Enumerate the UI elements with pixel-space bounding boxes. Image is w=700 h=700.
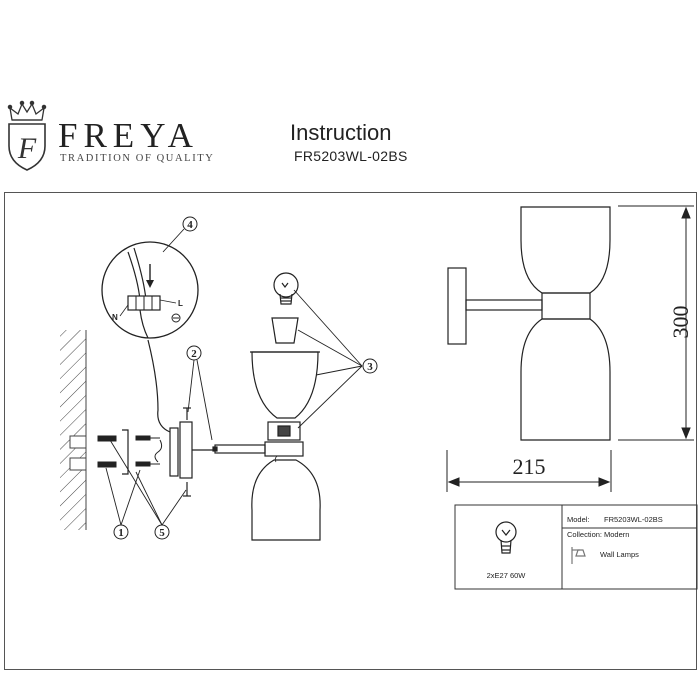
svg-text:4: 4 — [187, 219, 193, 231]
spec-bulb-icon — [495, 521, 517, 554]
logo-letter: F — [17, 132, 37, 165]
freya-logo-crest-icon: F — [7, 100, 47, 171]
mounting-bracket — [122, 421, 215, 479]
neutral-label: N — [112, 313, 118, 322]
height-value: 300 — [668, 306, 693, 339]
spec-collection-value: Modern — [604, 530, 629, 539]
bracket-screws — [183, 407, 191, 497]
svg-text:1: 1 — [118, 527, 124, 539]
document-title: Instruction — [290, 120, 392, 145]
svg-text:5: 5 — [159, 527, 165, 539]
width-value: 215 — [513, 454, 546, 479]
callout-5: 5 — [154, 524, 170, 540]
spec-box — [454, 504, 698, 590]
assembled-lamp — [447, 206, 611, 441]
supply-wire — [147, 339, 171, 433]
svg-text:3: 3 — [367, 361, 373, 373]
wall-arm — [212, 444, 266, 454]
central-holder — [264, 421, 304, 457]
drawing-frame — [4, 192, 697, 670]
document-model-code: FR5203WL-02BS — [294, 148, 408, 164]
wall-anchors — [97, 435, 160, 468]
callout-leaders — [105, 228, 363, 526]
callout-2: 2 — [186, 345, 202, 361]
spec-collection-label: Collection: — [567, 530, 602, 539]
wiring-detail-circle: N L — [101, 241, 199, 339]
spec-model-value: FR5203WL-02BS — [604, 515, 663, 524]
spec-bulb-text: 2xE27 60W — [487, 571, 527, 580]
brand-tagline: TRADITION OF QUALITY — [60, 153, 215, 164]
spec-model-label: Model: — [567, 515, 590, 524]
spec-category: Wall Lamps — [600, 550, 639, 559]
bulb-icon — [273, 272, 299, 305]
svg-text:2: 2 — [191, 348, 197, 360]
height-dimension — [618, 205, 694, 441]
live-label: L — [178, 299, 183, 308]
lower-shade — [251, 455, 321, 541]
callout-1: 1 — [113, 524, 129, 540]
callout-4: 4 — [182, 216, 198, 232]
brand-name: FREYA — [58, 116, 199, 155]
width-dimension — [446, 450, 612, 492]
wall-lamp-category-icon — [571, 547, 586, 564]
wall-hatching — [60, 330, 87, 530]
lamp-socket-cap — [271, 317, 299, 344]
callout-3: 3 — [362, 358, 378, 374]
upper-shade — [250, 351, 320, 419]
